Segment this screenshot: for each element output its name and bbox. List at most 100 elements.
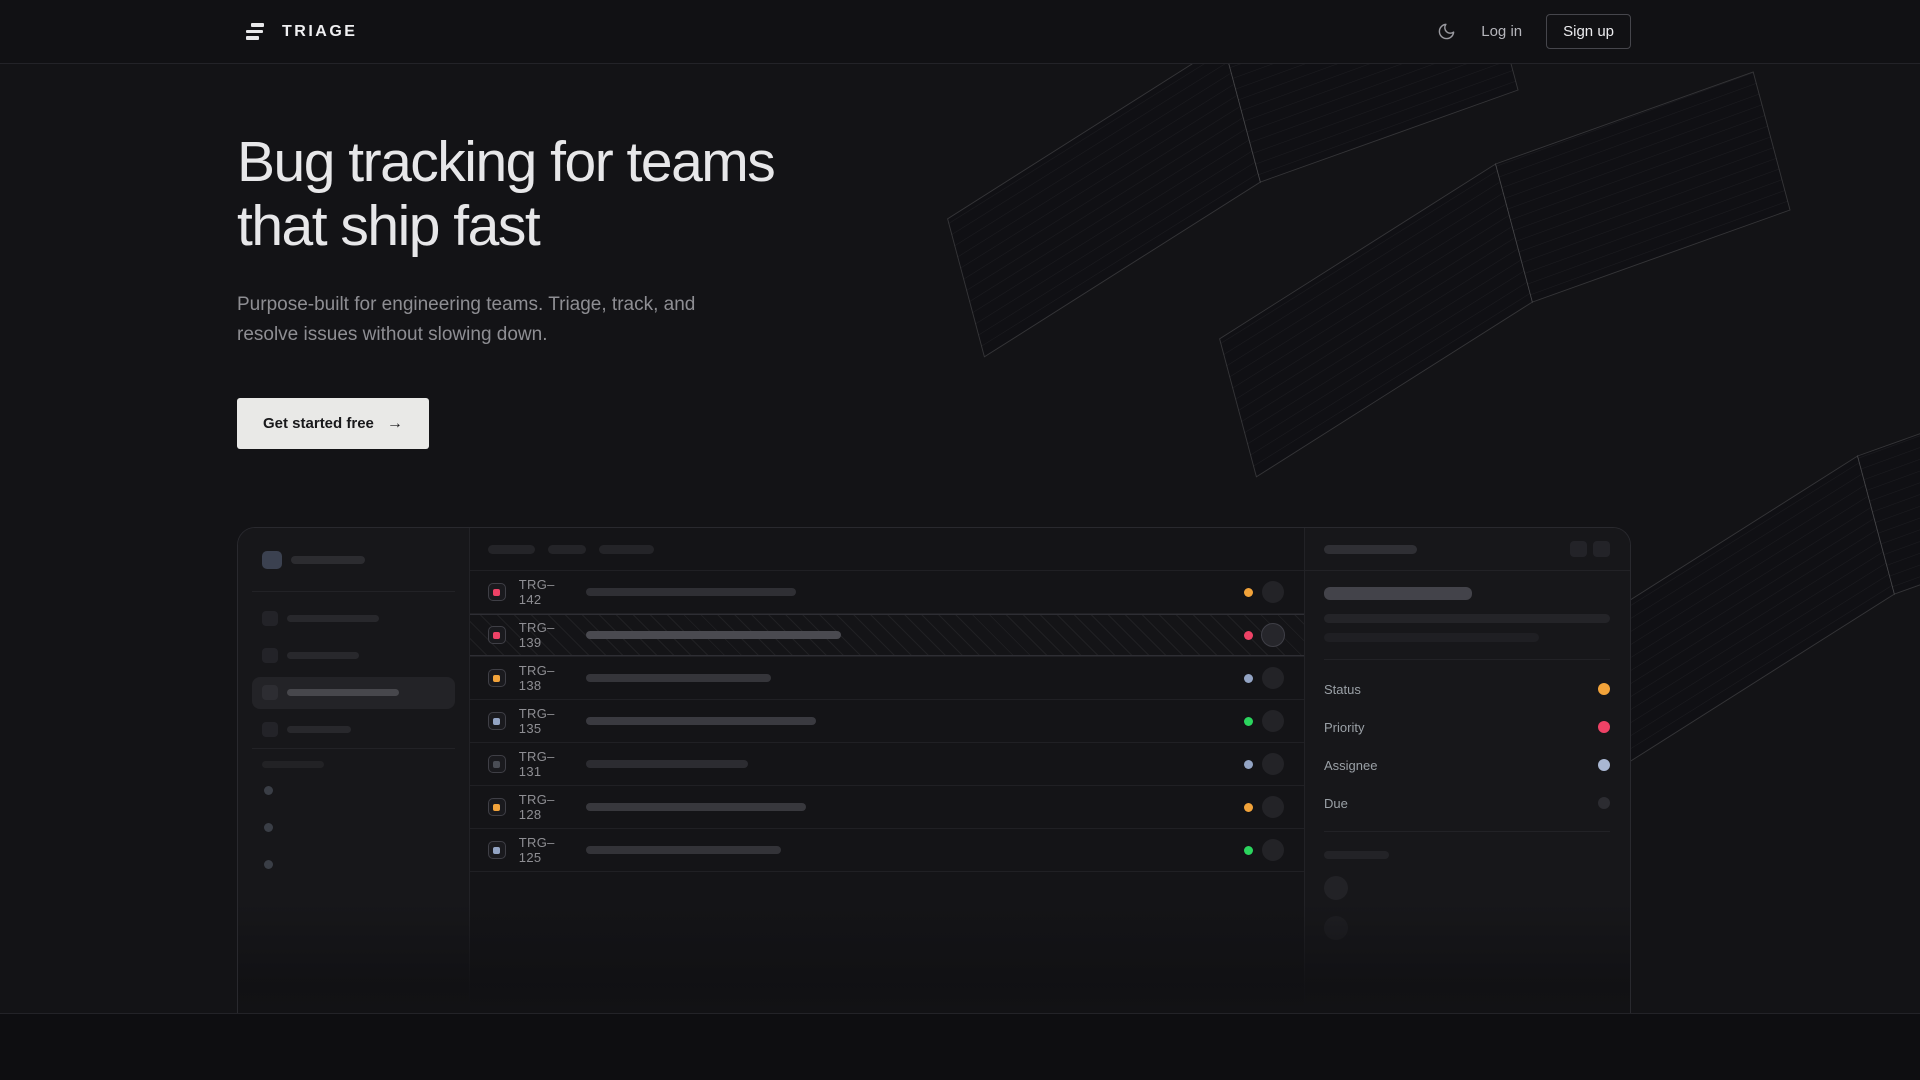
- issue-id: TRG–142: [518, 577, 555, 607]
- sidebar-dot: [264, 786, 273, 795]
- detail-divider: [1324, 831, 1610, 832]
- assignee-avatar: [1262, 624, 1284, 646]
- issue-row-meta: [1244, 796, 1284, 818]
- login-link[interactable]: Log in: [1481, 23, 1523, 40]
- detail-header-buttons: [1570, 541, 1610, 557]
- checkbox-state-dot: [493, 674, 501, 682]
- issue-id: TRG–131: [518, 749, 555, 779]
- triage-bars-icon: [246, 23, 264, 40]
- issue-checkbox-icon: [487, 755, 506, 773]
- issue-list-header: [469, 528, 1304, 571]
- sidebar-item: [252, 711, 455, 748]
- detail-action-button: [1593, 541, 1610, 557]
- issue-title-placeholder: [585, 803, 806, 811]
- issue-row-meta: [1244, 624, 1284, 646]
- detail-field-label: Priority: [1324, 719, 1365, 735]
- issue-row: TRG–125: [469, 829, 1304, 872]
- sidebar-item-label-placeholder: [287, 652, 359, 659]
- detail-field-label: Status: [1324, 681, 1361, 697]
- assignee-avatar: [1262, 753, 1284, 775]
- hero-subtitle: Purpose-built for engineering teams. Tri…: [237, 294, 696, 345]
- issue-checkbox-icon: [487, 798, 506, 816]
- issue-row: TRG–131: [469, 743, 1304, 786]
- detail-field-label: Assignee: [1324, 757, 1378, 773]
- detail-field-row: Priority: [1324, 708, 1610, 746]
- theme-toggle-moon-icon[interactable]: [1435, 21, 1457, 43]
- issue-title-placeholder: [585, 760, 748, 768]
- nav-actions: Log in Sign up: [1435, 14, 1631, 49]
- sidebar-dot: [264, 823, 273, 832]
- list-filter-placeholder: [487, 544, 535, 554]
- sidebar-item-icon: [262, 648, 278, 663]
- status-dot: [1244, 630, 1253, 640]
- brand-name: TRIAGE: [282, 22, 358, 40]
- cta-label: Get started free: [263, 415, 374, 432]
- issue-row: TRG–135: [469, 700, 1304, 743]
- detail-field-value-dot: [1598, 759, 1610, 771]
- sidebar-item-label-placeholder: [287, 726, 351, 733]
- brand-logo[interactable]: TRIAGE: [246, 23, 357, 41]
- issue-checkbox-icon: [487, 712, 506, 730]
- checkbox-state-dot: [493, 803, 501, 811]
- issue-row-meta: [1244, 581, 1284, 603]
- comment-avatar-placeholder: [1324, 916, 1348, 940]
- issue-id: TRG–128: [518, 792, 555, 822]
- issue-row: TRG–128: [469, 786, 1304, 829]
- assignee-avatar: [1262, 581, 1284, 603]
- status-dot: [1244, 673, 1253, 683]
- issue-row-meta: [1244, 667, 1284, 689]
- status-dot: [1244, 845, 1253, 855]
- sidebar-dot: [264, 860, 273, 869]
- issue-checkbox-icon: [487, 669, 506, 687]
- checkbox-state-dot: [493, 760, 501, 768]
- detail-divider: [1324, 659, 1610, 660]
- sidebar-item-icon: [262, 611, 278, 626]
- assignee-avatar: [1262, 710, 1284, 732]
- footer-section: [0, 1013, 1920, 1080]
- sidebar-item-icon: [262, 685, 278, 700]
- sidebar-divider: [252, 748, 455, 749]
- sidebar-item: [252, 676, 455, 709]
- issue-row-meta: [1244, 710, 1284, 732]
- detail-field-row: Assignee: [1324, 746, 1610, 784]
- mockup-sidebar-nav: [252, 600, 455, 748]
- detail-title-placeholder: [1324, 544, 1417, 554]
- sidebar-divider: [252, 591, 455, 592]
- title-line-2: that ship fast: [237, 194, 541, 258]
- assignee-avatar: [1262, 667, 1284, 689]
- mockup-sidebar: [238, 528, 470, 1013]
- mockup-workspace-row: [252, 550, 455, 570]
- issue-row-meta: [1244, 839, 1284, 861]
- signup-button[interactable]: Sign up: [1546, 14, 1631, 49]
- detail-field-value-dot: [1598, 797, 1610, 809]
- issue-title-placeholder: [1324, 587, 1472, 600]
- issue-id: TRG–138: [518, 663, 555, 693]
- detail-field-value-dot: [1598, 683, 1610, 695]
- issue-id: TRG–125: [518, 835, 555, 865]
- checkbox-state-dot: [493, 631, 501, 639]
- hero-section: Bug tracking for teams that ship fast Pu…: [0, 64, 1920, 1013]
- sidebar-item: [252, 637, 455, 674]
- status-dot: [1244, 759, 1253, 769]
- list-filter-placeholder: [598, 544, 654, 554]
- description-line-placeholder: [1324, 614, 1610, 623]
- workspace-avatar: [262, 551, 282, 569]
- issue-title-placeholder: [585, 717, 816, 725]
- activity-section-placeholder: [1324, 851, 1389, 859]
- detail-field-label: Due: [1324, 795, 1348, 811]
- detail-header: [1305, 528, 1630, 571]
- issue-row-meta: [1244, 753, 1284, 775]
- issue-title-placeholder: [585, 674, 771, 682]
- detail-field-row: Due: [1324, 784, 1610, 822]
- get-started-button[interactable]: Get started free →: [237, 398, 429, 449]
- checkbox-state-dot: [493, 717, 501, 725]
- description-line-placeholder: [1324, 633, 1539, 642]
- issue-checkbox-icon: [487, 583, 506, 601]
- status-dot: [1244, 802, 1253, 812]
- page-title: Bug tracking for teams that ship fast: [237, 130, 776, 258]
